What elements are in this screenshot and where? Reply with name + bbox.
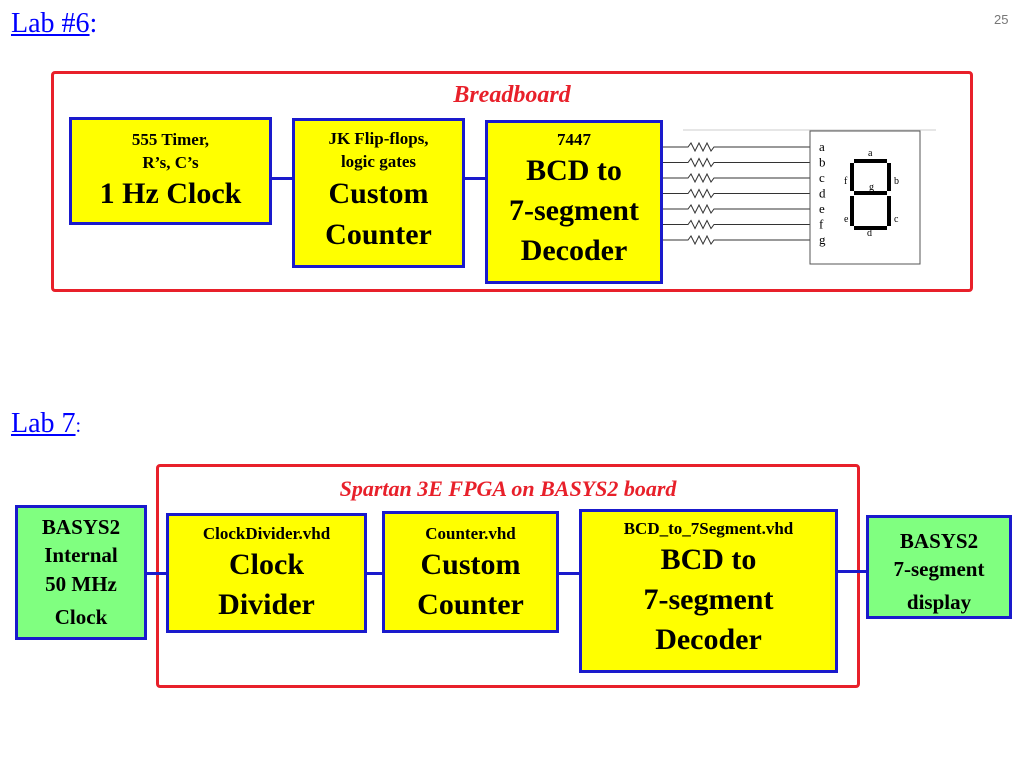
segment-d [854,226,887,230]
block-subtitle: JK Flip-flops, [328,129,429,148]
segment-b [887,163,891,191]
pin-label: g [819,232,826,247]
slide-number: 25 [994,12,1009,27]
lab7-heading: Lab 7: [11,408,81,440]
block-subtitle: BCD_to_7Segment.vhd [623,519,794,538]
basys2-clock-input: BASYS2 Internal 50 MHz Clock [15,505,147,640]
block-subtitle: ClockDivider.vhd [202,524,331,543]
resistor-line [663,234,810,246]
lab6-heading: Lab #6: [11,8,97,40]
resistor-line [663,141,810,153]
wire-clock-to-counter [270,177,294,180]
lab6-heading-colon: : [89,8,98,39]
segment-label: c [894,214,899,225]
block-title: Custom [328,177,429,210]
block-title: Counter [325,218,432,251]
bcd-to-7segment-block: BCD_to_7Segment.vhd BCD to 7-segment Dec… [579,509,838,673]
resistor-line [663,219,810,230]
block-title: Decoder [655,623,762,656]
timer-clock-block: 555 Timer, R’s, C’s 1 Hz Clock [69,117,272,225]
segment-label: g [869,182,874,193]
custom-counter-block: JK Flip-flops, logic gates Custom Counte… [292,118,465,268]
input-label: Clock [54,605,108,629]
breadboard-label: Breadboard [453,82,571,108]
block-title: BCD to [660,543,757,576]
pin-label: e [819,201,825,216]
pin-label: c [819,170,825,185]
output-label: display [906,590,972,614]
segment-f [850,163,854,191]
block-subtitle: 555 Timer, [131,130,210,149]
segment-e [850,196,854,226]
block-title: Custom [420,548,521,581]
block-title: 1 Hz Clock [99,177,242,210]
pin-label: b [819,155,826,170]
block-title: 7-segment [643,583,774,616]
output-label: 7-segment [893,557,985,581]
segment-label: e [844,214,849,225]
bcd-decoder-block: 7447 BCD to 7-segment Decoder [485,120,663,284]
pin-label: a [819,139,825,154]
lab7-heading-colon: : [75,415,82,437]
lab7-heading-text: Lab 7 [11,408,76,439]
block-title: Decoder [520,234,628,267]
wire-divider-to-counter [365,572,384,575]
pin-label: d [819,186,826,201]
segment-label: f [844,176,848,187]
block-title: Clock [229,548,304,581]
input-label: Internal [44,543,118,567]
wire-counter-to-decoder [557,572,581,575]
counter-block: Counter.vhd Custom Counter [382,511,559,633]
input-label: BASYS2 [41,515,121,539]
segment-g [854,191,887,195]
block-title: Divider [218,588,315,621]
seven-segment-display-icon [809,130,921,265]
output-label: BASYS2 [899,529,979,553]
resistor-line [663,172,810,184]
block-subtitle: Counter.vhd [425,524,516,543]
block-title: 7-segment [509,194,639,227]
resistor-line [663,203,810,215]
wire-counter-to-decoder [463,177,487,180]
fpga-region [156,464,860,688]
wire-input-to-divider [145,572,168,575]
fpga-label: Spartan 3E FPGA on BASYS2 board [339,476,677,501]
resistor-line [663,157,810,168]
input-label: 50 MHz [45,572,117,596]
basys2-7segment-output: BASYS2 7-segment display [866,515,1012,619]
block-subtitle: logic gates [340,152,417,171]
wire-decoder-to-display [836,570,868,573]
segment-label: b [894,176,899,187]
breadboard-region [51,71,973,292]
lab6-heading-text: Lab #6 [11,8,90,39]
block-subtitle: R’s, C’s [142,153,199,172]
segment-label: a [868,148,873,159]
segment-label: d [867,228,872,239]
segment-c [887,196,891,226]
block-title: BCD to [526,154,622,187]
block-subtitle: 7447 [557,130,591,149]
clock-divider-block: ClockDivider.vhd Clock Divider [166,513,367,633]
segment-a [854,159,887,163]
pin-label: f [819,217,824,232]
resistor-line [663,188,810,199]
block-title: Counter [417,588,524,621]
